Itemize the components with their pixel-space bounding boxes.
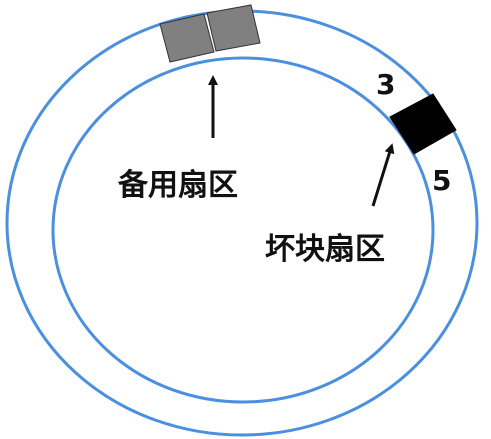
inner-track-ring (51, 56, 435, 404)
diagonal-arrow-icon (371, 143, 395, 207)
bad-sector-label: 坏块扇区 (265, 232, 385, 267)
spare-sectors-label: 备用扇区 (118, 168, 238, 203)
sector-number-before: 3 (376, 68, 395, 101)
bad-sector-block (389, 93, 457, 155)
spare-sector-block-1 (159, 13, 215, 63)
spare-sector-block-2 (206, 4, 261, 52)
sector-number-after: 5 (432, 164, 451, 197)
outer-track-ring (5, 9, 479, 437)
